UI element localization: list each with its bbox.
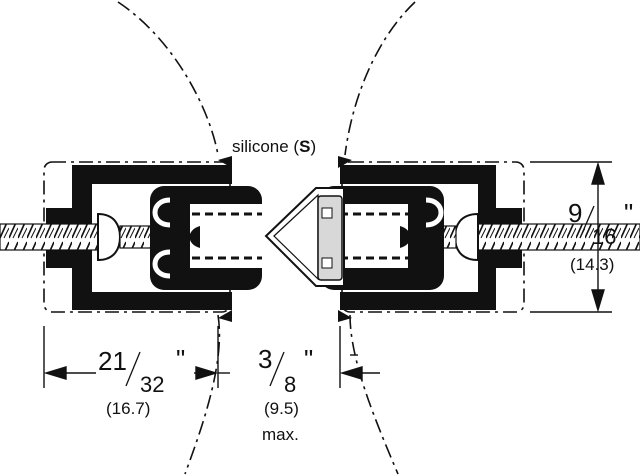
height-denominator: 16 [592,224,616,249]
gap-metric: (9.5) [264,399,299,418]
screw-head-right [453,212,479,262]
insert-right-hook [425,197,444,228]
door-outline-right [344,1,416,475]
left-unit: " [176,344,185,374]
insert-left-hook [152,197,171,228]
left-denominator: 32 [140,372,164,397]
height-whole: 9 [568,198,582,228]
insert-right-clip [400,226,411,248]
bulb-seal-notch [321,207,333,219]
left-dimension [43,326,219,388]
retainer-right [340,165,496,310]
height-fraction: 9 16 " [568,198,633,249]
insert-left-clip [189,226,200,248]
retainer-left [72,165,232,310]
left-fraction: 21 32 " [98,344,185,397]
gap-note: max. [262,425,299,444]
silicone-label-text: silicone ( [232,137,299,156]
gap-whole: 3 [258,344,272,374]
height-dimension [530,161,612,313]
silicone-label-close: ) [310,137,316,156]
left-whole: 21 [98,346,127,376]
insert-left-dashes [192,212,262,260]
silicone-label: silicone (S) [232,137,316,156]
door-outline-left [117,1,221,475]
left-metric: (16.7) [106,399,150,418]
insert-left-hook-bottom [152,249,171,279]
gap-dimension [218,326,380,388]
height-metric: (14.3) [570,255,614,274]
silicone-bead-left-bottom [218,310,232,322]
screw-shank-right [469,223,640,251]
bulb-seal-notch-bottom [321,257,333,269]
silicone-bead-left-top [218,156,232,168]
gap-denominator: 8 [284,372,296,397]
screw-shank-left [0,223,109,251]
silicone-code: S [299,137,310,156]
height-unit: " [624,198,633,228]
silicone-bead-right-bottom [338,310,352,322]
silicone-bead-right-top [338,156,352,168]
screw-head-left [97,212,122,262]
insert-right-dashes [340,212,408,260]
gap-unit: " [304,344,313,374]
gap-fraction: 3 8 " [258,344,313,397]
